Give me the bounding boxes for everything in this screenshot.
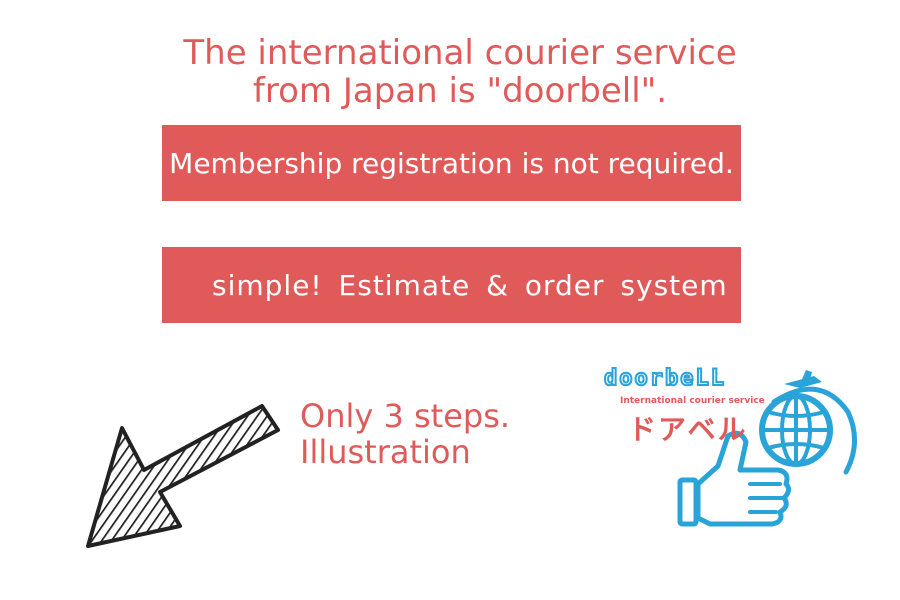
thumbs-up-icon	[677, 430, 792, 527]
headline-line-2: from Japan is "doorbell".	[252, 71, 668, 111]
airplane-icon	[784, 370, 822, 388]
steps-line-1: Only 3 steps.	[300, 397, 511, 435]
logo-tagline: International courier service	[620, 396, 765, 406]
estimate-order-banner-text: simple! Estimate & order system	[212, 268, 728, 302]
doorbell-logo: doorbeLL International courier service ド…	[600, 362, 862, 532]
membership-banner: Membership registration is not required.	[162, 125, 741, 201]
steps-caption: Only 3 steps. Illustration	[300, 398, 510, 470]
membership-banner-text: Membership registration is not required.	[169, 146, 734, 180]
hand-drawn-arrow-icon	[86, 404, 280, 548]
logo-wordmark: doorbeLL	[603, 365, 726, 392]
estimate-order-banner: simple! Estimate & order system	[162, 247, 741, 323]
steps-line-2: Illustration	[300, 433, 471, 471]
headline: The international courier service from J…	[0, 34, 900, 110]
logo-artwork	[677, 370, 858, 527]
logo-katakana: ドアベル	[628, 413, 748, 446]
globe-icon	[759, 393, 833, 467]
headline-line-1: The international courier service	[183, 33, 737, 73]
